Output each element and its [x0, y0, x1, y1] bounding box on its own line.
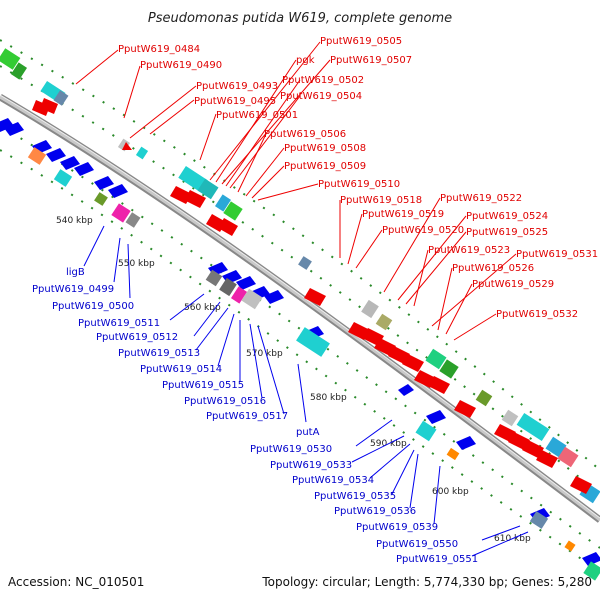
gene-label: PputW619_0526: [452, 263, 534, 274]
forward-features: [0, 48, 600, 504]
gene-label: PputW619_0529: [472, 279, 554, 290]
gene-label: PputW619_0514: [140, 364, 222, 375]
tick-570: 570 kbp: [246, 349, 283, 359]
gene-label: PputW619_0517: [206, 411, 288, 422]
gene-label: PputW619_0505: [320, 36, 402, 47]
accession-label: Accession: NC_010501: [8, 575, 144, 589]
reverse-labels: ligB PputW619_0499 PputW619_0500 PputW61…: [32, 267, 478, 565]
gene-label: PputW619_0493: [196, 81, 278, 92]
gene-label: PputW619_0512: [96, 332, 178, 343]
tick-600: 600 kbp: [432, 487, 469, 497]
gene-label: PputW619_0532: [496, 309, 578, 320]
gene-label: PputW619_0513: [118, 348, 200, 359]
gene-label: PputW619_0500: [52, 301, 134, 312]
gene-label: PputW619_0506: [264, 129, 346, 140]
gene-label: pgk: [296, 55, 315, 66]
gene-label: PputW619_0495: [194, 96, 276, 107]
gene-label: PputW619_0536: [334, 506, 416, 517]
forward-leader-lines: [75, 41, 517, 341]
gene-label: PputW619_0531: [516, 249, 598, 260]
tick-550: 550 kbp: [118, 259, 155, 269]
gene-label: PputW619_0525: [466, 227, 548, 238]
gene-label: PputW619_0535: [314, 491, 396, 502]
gene-label: PputW619_0509: [284, 161, 366, 172]
gene-label: PputW619_0524: [466, 211, 548, 222]
gene-label: PputW619_0511: [78, 318, 160, 329]
forward-labels: PputW619_0484 PputW619_0490 PputW619_049…: [118, 36, 598, 320]
gene-label: PputW619_0550: [376, 539, 458, 550]
gene-label: PputW619_0501: [216, 110, 298, 121]
genome-backbone: [0, 93, 600, 523]
gene-label: putA: [296, 427, 320, 438]
map-title: Pseudomonas putida W619, complete genome: [148, 11, 452, 26]
gene-label: PputW619_0523: [428, 245, 510, 256]
tick-540: 540 kbp: [56, 216, 93, 226]
tick-560: 560 kbp: [184, 303, 221, 313]
reverse-leader-lines: [83, 225, 529, 557]
reverse-features: [27, 147, 600, 581]
gene-label: PputW619_0518: [340, 195, 422, 206]
gene-label: PputW619_0539: [356, 522, 438, 533]
gene-label: PputW619_0534: [292, 475, 374, 486]
gene-label: ligB: [66, 267, 85, 278]
gene-label: PputW619_0510: [318, 179, 400, 190]
genome-summary: Topology: circular; Length: 5,774,330 bp…: [261, 575, 592, 589]
gene-label: PputW619_0515: [162, 380, 244, 391]
gene-label: PputW619_0522: [440, 193, 522, 204]
gene-label: PputW619_0499: [32, 284, 114, 295]
gene-label: PputW619_0507: [330, 55, 412, 66]
gene-label: PputW619_0533: [270, 460, 352, 471]
gene-label: PputW619_0551: [396, 554, 478, 565]
gene-label: PputW619_0490: [140, 60, 222, 71]
tick-580: 580 kbp: [310, 393, 347, 403]
gene-label: PputW619_0508: [284, 143, 366, 154]
gene-label: PputW619_0519: [362, 209, 444, 220]
forward-gene-arrows: [32, 98, 592, 494]
gene-label: PputW619_0530: [250, 444, 332, 455]
gene-label: PputW619_0520: [382, 225, 464, 236]
gene-label: PputW619_0502: [282, 75, 364, 86]
gene-label: PputW619_0504: [280, 91, 362, 102]
gene-label: PputW619_0484: [118, 44, 200, 55]
gene-label: PputW619_0516: [184, 396, 266, 407]
